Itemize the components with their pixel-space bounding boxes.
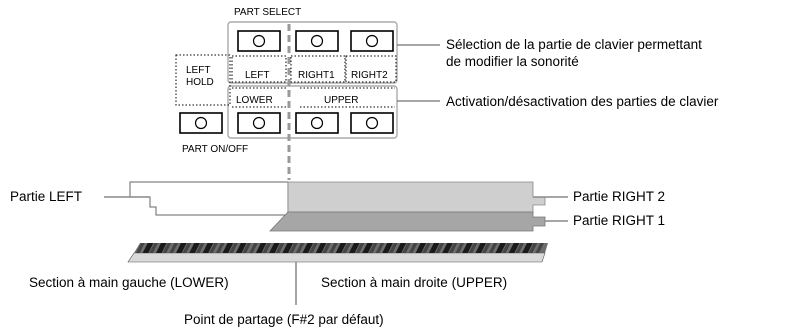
keyboard-key: [182, 243, 192, 253]
keyboard-key: [215, 243, 225, 253]
partie-right1-bar: [269, 211, 546, 232]
keyboard-key: [229, 243, 238, 253]
left-hold-label-2: HOLD: [186, 77, 214, 88]
keyboard-key: [442, 243, 453, 253]
partie-right2-bar: [287, 181, 546, 213]
keyboard-key: [468, 243, 478, 253]
keyboard-key: [382, 243, 393, 253]
keyboard-key: [242, 243, 252, 253]
keyboard-key: [435, 243, 445, 253]
keyboard-key: [149, 243, 158, 253]
left-hold-label-1: LEFT: [186, 65, 210, 76]
keyboard-key: [195, 243, 205, 253]
partie-left-text: Partie LEFT: [10, 189, 82, 204]
lower-label: LOWER: [236, 95, 273, 106]
keyboard-key: [535, 243, 545, 253]
keyboard-key: [515, 243, 525, 253]
select-callout-text-2: de modifier la sonorité: [446, 54, 579, 69]
keyboard-key: [528, 243, 538, 253]
keyboard-key: [175, 243, 187, 253]
keyboard-key: [162, 243, 172, 253]
keyboard-key: [348, 243, 360, 253]
keyboard-key: [375, 243, 385, 253]
keyboard-key: [422, 243, 431, 253]
keyboard-key: [355, 243, 365, 253]
button-cell-outlines: [175, 54, 397, 108]
right1-label: RIGHT1: [298, 70, 335, 81]
keyboard-key: [428, 243, 440, 253]
keyboard-key: [455, 243, 465, 253]
keyboard-key: [222, 243, 234, 253]
keyboard-key: [155, 243, 167, 253]
keyboard-key: [362, 243, 373, 253]
keyboard-key: [262, 243, 272, 253]
keyboard-key: [415, 243, 427, 253]
part-select-left-button[interactable]: [237, 30, 281, 52]
keyboard-key: [315, 243, 327, 253]
part-on-off-label: PART ON/OFF: [182, 144, 248, 155]
part-select-frame: [227, 21, 398, 84]
keyboard-key: [249, 243, 258, 253]
keyboard-key: [282, 243, 294, 253]
partie-right1-text: Partie RIGHT 1: [573, 213, 665, 228]
part-on-off-frame: [227, 85, 398, 139]
keyboard-key: [495, 243, 507, 253]
part-select-right2-button[interactable]: [350, 30, 394, 52]
upper-label: UPPER: [324, 95, 358, 106]
keyboard-key: [335, 243, 347, 253]
keyboard-keys: [136, 243, 545, 253]
keyboard-key: [402, 243, 411, 253]
keyboard-key: [309, 243, 318, 253]
activation-callout-text: Activation/désactivation des parties de …: [446, 94, 719, 109]
partie-left-bar: [129, 181, 289, 216]
section-upper-text: Section à main droite (UPPER): [321, 275, 507, 290]
keyboard: [127, 243, 548, 263]
keyboard-key: [142, 243, 154, 253]
part-on-off-right2-button[interactable]: [350, 112, 394, 134]
keyboard-key: [269, 243, 280, 253]
keyboard-key: [289, 243, 298, 253]
keyboard-key: [368, 243, 378, 253]
keyboard-key: [209, 243, 218, 253]
keyboard-key: [448, 243, 458, 253]
keyboard-key: [295, 243, 305, 253]
right2-label: RIGHT2: [351, 70, 388, 81]
keyboard-key: [342, 243, 351, 253]
split-point-text: Point de partage (F#2 par défaut): [184, 312, 384, 327]
keyboard-key: [482, 243, 491, 253]
part-on-off-right1-button[interactable]: [295, 112, 339, 134]
keyboard-key: [169, 243, 178, 253]
partie-right2-text: Partie RIGHT 2: [573, 189, 665, 204]
keyboard-front-edge: [127, 252, 546, 263]
part-select-right1-button[interactable]: [295, 30, 339, 52]
keyboard-key: [255, 243, 267, 253]
keyboard-key: [475, 243, 487, 253]
keyboard-key: [202, 243, 214, 253]
left-label: LEFT: [245, 70, 269, 81]
keyboard-key: [508, 243, 520, 253]
select-callout-text-1: Sélection de la partie de clavier permet…: [446, 37, 702, 52]
part-select-label: PART SELECT: [234, 7, 301, 18]
keyboard-key: [388, 243, 398, 253]
part-on-off-left-button[interactable]: [237, 112, 281, 134]
keyboard-key: [462, 243, 473, 253]
keyboard-key: [275, 243, 285, 253]
keyboard-key: [189, 243, 200, 253]
keyboard-key: [408, 243, 418, 253]
keyboard-key: [235, 243, 247, 253]
keyboard-key: [522, 243, 533, 253]
keyboard-key: [395, 243, 407, 253]
keyboard-key: [322, 243, 332, 253]
keyboard-key: [302, 243, 314, 253]
keyboard-key: [488, 243, 498, 253]
keyboard-key: [136, 243, 145, 253]
keyboard-key: [502, 243, 511, 253]
left-hold-button[interactable]: [179, 112, 223, 134]
section-lower-text: Section à main gauche (LOWER): [29, 275, 229, 290]
keyboard-key: [329, 243, 338, 253]
